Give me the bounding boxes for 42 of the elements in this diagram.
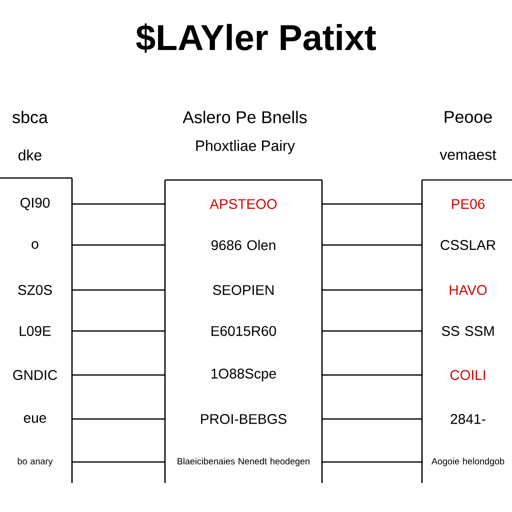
row-cell: QI90 <box>20 198 50 210</box>
connector-line <box>72 289 165 291</box>
row-cell: APSTEOO <box>210 199 277 209</box>
connector-line <box>322 461 422 463</box>
row-cell: SS SSM <box>442 326 494 336</box>
row-cell: SZ0S <box>18 285 52 295</box>
connector-line <box>72 203 165 205</box>
connector-line <box>322 330 422 332</box>
column-heading: sbca <box>12 110 48 124</box>
row-cell: o <box>32 241 38 249</box>
column-heading: vemaest <box>440 150 496 160</box>
column-heading: Peooe <box>444 111 492 123</box>
connector-line <box>322 203 422 205</box>
connector-line <box>72 418 165 420</box>
row-cell: SEOPIEN <box>213 285 274 295</box>
row-cell: 9686 Olen <box>211 240 276 250</box>
column-heading: dke <box>18 150 42 160</box>
row-cell: 2841- <box>450 414 486 424</box>
row-cell: L09E <box>20 326 51 336</box>
connector-line <box>322 244 422 246</box>
connector-line <box>72 244 165 246</box>
row-cell: bo anary <box>18 458 53 466</box>
connector-line <box>322 289 422 291</box>
column-heading: Phoxtliae Pairy <box>196 140 295 154</box>
connector-line <box>72 461 165 463</box>
column-heading: Aslero Pe Bnells <box>182 110 307 124</box>
row-cell: CSSLAR <box>440 240 496 250</box>
connector-line <box>322 374 422 376</box>
row-cell: GNDIC <box>13 370 58 380</box>
row-cell: 1O88Scpe <box>212 368 276 382</box>
row-cell: COILI <box>450 370 485 380</box>
row-cell: Aogoie helondgob <box>431 458 504 466</box>
row-cell: Blaeicibenaies Nenedt heodegen <box>178 458 310 466</box>
row-cell: eue <box>24 415 46 423</box>
row-cell: PE06 <box>452 199 484 209</box>
title: $LAYler Patixt <box>136 23 376 53</box>
row-cell: HAVO <box>450 285 487 295</box>
row-cell: PROI-BEBGS <box>201 414 286 424</box>
connector-line <box>72 374 165 376</box>
connector-line <box>72 330 165 332</box>
connector-line <box>322 418 422 420</box>
row-cell: E6015R60 <box>212 326 276 336</box>
